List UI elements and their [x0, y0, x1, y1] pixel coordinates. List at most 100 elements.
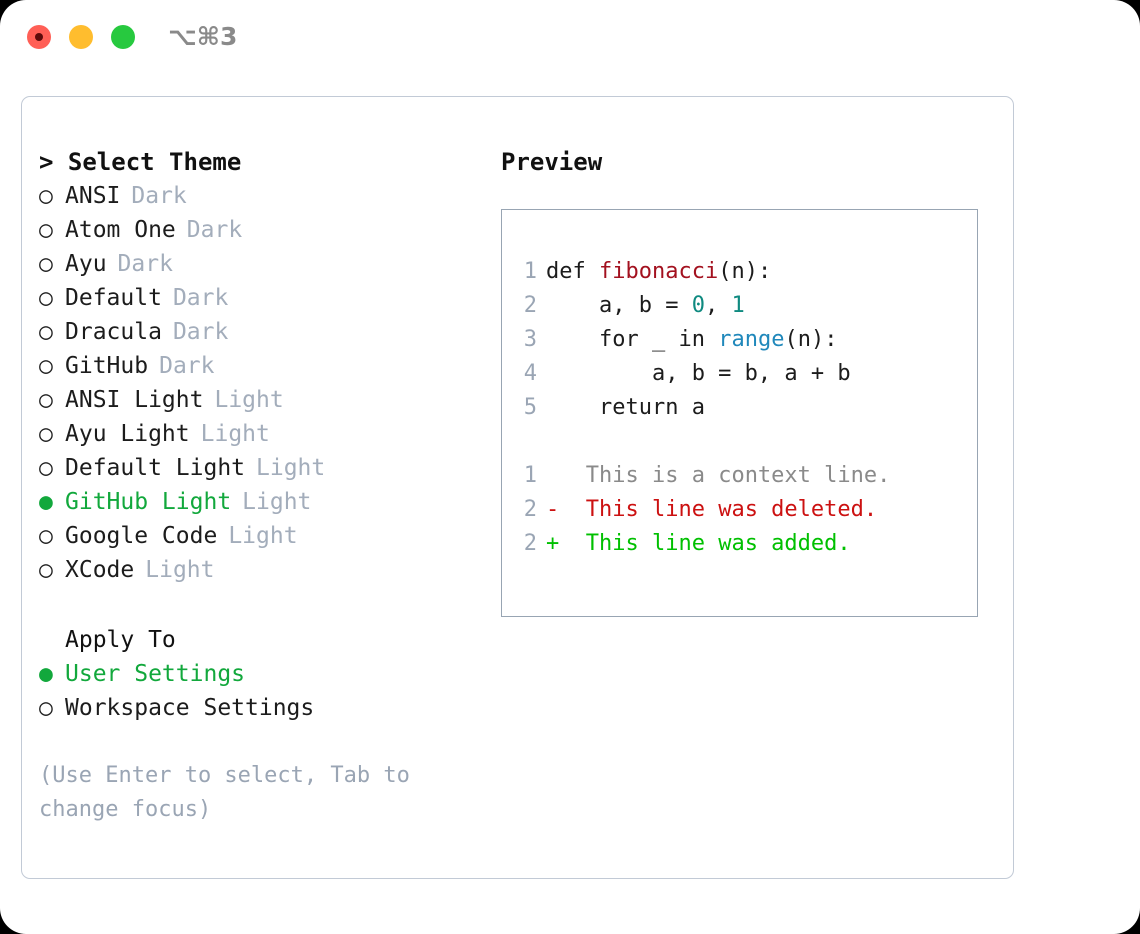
code-token: fibonacci [598, 259, 719, 284]
theme-list-item[interactable]: ○ Dracula Dark [39, 315, 479, 349]
theme-type-tag: Dark [131, 183, 187, 209]
theme-type-tag: Light [228, 523, 298, 549]
line-number: 2 [523, 531, 537, 556]
code-line: 2 a, b = 0, 1 [515, 289, 890, 323]
code-token: def [546, 259, 599, 284]
code-token: (n): [784, 327, 838, 352]
code-token: (n): [718, 259, 772, 284]
radio-unselected-icon[interactable]: ○ [39, 183, 53, 209]
theme-list-item[interactable]: ● GitHub Light Light [39, 485, 479, 519]
theme-name-label: Atom One [65, 217, 176, 243]
line-number: 1 [523, 463, 537, 488]
theme-name-label: Ayu Light [65, 421, 190, 447]
theme-type-tag: Light [200, 421, 270, 447]
radio-selected-icon[interactable]: ● [39, 661, 53, 687]
line-number: 1 [523, 259, 537, 284]
diff-spacer [559, 531, 586, 556]
code-line: 5 return a [515, 391, 890, 425]
code-token: _ [651, 327, 679, 352]
radio-unselected-icon[interactable]: ○ [39, 695, 53, 721]
apply-to-section: Apply To ●User Settings○Workspace Settin… [39, 623, 479, 725]
radio-unselected-icon[interactable]: ○ [39, 353, 53, 379]
radio-unselected-icon[interactable]: ○ [39, 557, 53, 583]
diff-line: 2- This line was deleted. [515, 493, 890, 527]
theme-name-label: Ayu [65, 251, 107, 277]
diff-marker: - [546, 497, 560, 522]
radio-unselected-icon[interactable]: ○ [39, 523, 53, 549]
theme-type-tag: Dark [172, 319, 229, 345]
theme-type-tag: Dark [117, 251, 173, 277]
theme-name-label: Dracula [65, 319, 162, 345]
theme-name-label: ANSI Light [65, 387, 204, 413]
theme-list-item[interactable]: ○ Atom One Dark [39, 213, 479, 247]
apply-to-options[interactable]: ●User Settings○Workspace Settings [39, 657, 479, 725]
radio-unselected-icon[interactable]: ○ [39, 217, 53, 243]
line-number: 2 [523, 293, 537, 318]
line-number: 5 [523, 395, 537, 420]
theme-name-label: GitHub [65, 353, 149, 379]
theme-type-tag: Light [214, 387, 284, 413]
title-bar: ⌥⌘3 [0, 0, 1140, 78]
theme-list-item[interactable]: ○ XCode Light [39, 553, 479, 587]
theme-type-tag: Dark [186, 217, 243, 243]
theme-list-item[interactable]: ○ ANSI Light Light [39, 383, 479, 417]
code-line: 4 a, b = b, a + b [515, 357, 890, 391]
code-line: 1 def fibonacci(n): [515, 255, 890, 289]
theme-name-label: GitHub Light [65, 489, 232, 515]
theme-name-label: Google Code [65, 523, 218, 549]
code-token: 0 [691, 293, 705, 318]
theme-name-label: XCode [65, 557, 135, 583]
diff-line: 1 This is a context line. [515, 459, 891, 493]
radio-selected-icon[interactable]: ● [39, 489, 53, 515]
minimize-window-icon[interactable] [69, 25, 93, 49]
diff-spacer [559, 497, 586, 522]
line-number: 2 [523, 497, 537, 522]
theme-list-item[interactable]: ○ Ayu Light Light [39, 417, 479, 451]
select-theme-heading: > Select Theme [39, 148, 242, 176]
code-token: a, b = [546, 293, 692, 318]
theme-type-tag: Light [256, 455, 326, 481]
close-window-icon[interactable] [27, 25, 51, 49]
maximize-window-icon[interactable] [111, 25, 135, 49]
radio-unselected-icon[interactable]: ○ [39, 455, 53, 481]
apply-to-option[interactable]: ●User Settings [39, 657, 479, 691]
code-token: return a [546, 395, 705, 420]
code-token: in [678, 327, 719, 352]
code-token: a, b = b, a + b [546, 361, 851, 386]
theme-list-item[interactable]: ○ Ayu Dark [39, 247, 479, 281]
diff-marker [546, 463, 559, 488]
theme-type-tag: Dark [159, 353, 215, 379]
theme-type-tag: Light [145, 557, 215, 583]
apply-to-option[interactable]: ○Workspace Settings [39, 691, 479, 725]
theme-list-item[interactable]: ○ ANSI Dark [39, 179, 479, 213]
keyboard-shortcut-label: ⌥⌘3 [168, 22, 238, 51]
code-token: , [704, 293, 732, 318]
diff-text: This is a context line. [585, 463, 891, 488]
traffic-lights [27, 25, 135, 49]
code-line: 3 for _ in range(n): [515, 323, 890, 357]
radio-unselected-icon[interactable]: ○ [39, 285, 53, 311]
line-number: 4 [523, 361, 537, 386]
code-token: range [718, 327, 785, 352]
diff-spacer [559, 463, 586, 488]
theme-list-item[interactable]: ○ GitHub Dark [39, 349, 479, 383]
code-token: for [546, 327, 652, 352]
radio-unselected-icon[interactable]: ○ [39, 319, 53, 345]
radio-unselected-icon[interactable]: ○ [39, 387, 53, 413]
theme-name-label: ANSI [65, 183, 121, 209]
keyboard-hint-text: (Use Enter to select, Tab to change focu… [39, 763, 410, 822]
diff-snippet: 1 This is a context line.2- This line wa… [515, 459, 891, 561]
theme-list-item[interactable]: ○ Google Code Light [39, 519, 479, 553]
theme-type-tag: Dark [172, 285, 229, 311]
radio-unselected-icon[interactable]: ○ [39, 421, 53, 447]
radio-unselected-icon[interactable]: ○ [39, 251, 53, 277]
theme-type-tag: Light [242, 489, 312, 515]
